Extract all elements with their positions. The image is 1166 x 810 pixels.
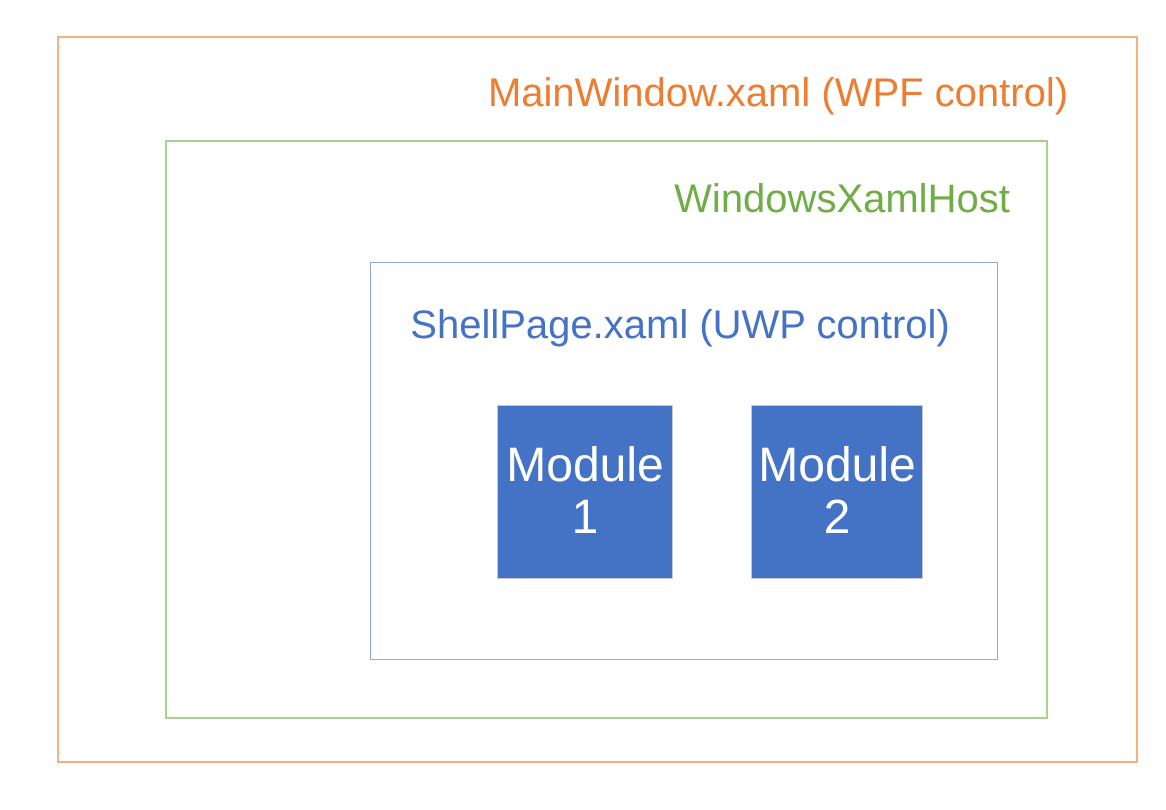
shellpage-uwp-label: ShellPage.xaml (UWP control): [410, 303, 950, 347]
windows-xaml-host-label: WindowsXamlHost: [674, 177, 1010, 221]
module-1-block: Module 1: [497, 405, 673, 579]
mainwindow-wpf-box: MainWindow.xaml (WPF control) WindowsXam…: [57, 36, 1138, 763]
windows-xaml-host-box: WindowsXamlHost ShellPage.xaml (UWP cont…: [165, 140, 1048, 719]
module-1-number: 1: [571, 491, 599, 544]
module-2-block: Module 2: [751, 405, 923, 579]
module-2-number: 2: [823, 491, 851, 544]
module-1-name: Module: [506, 439, 664, 492]
shellpage-uwp-box: ShellPage.xaml (UWP control) Module 1 Mo…: [370, 262, 998, 660]
mainwindow-wpf-label: MainWindow.xaml (WPF control): [487, 71, 1069, 115]
module-2-name: Module: [758, 439, 916, 492]
